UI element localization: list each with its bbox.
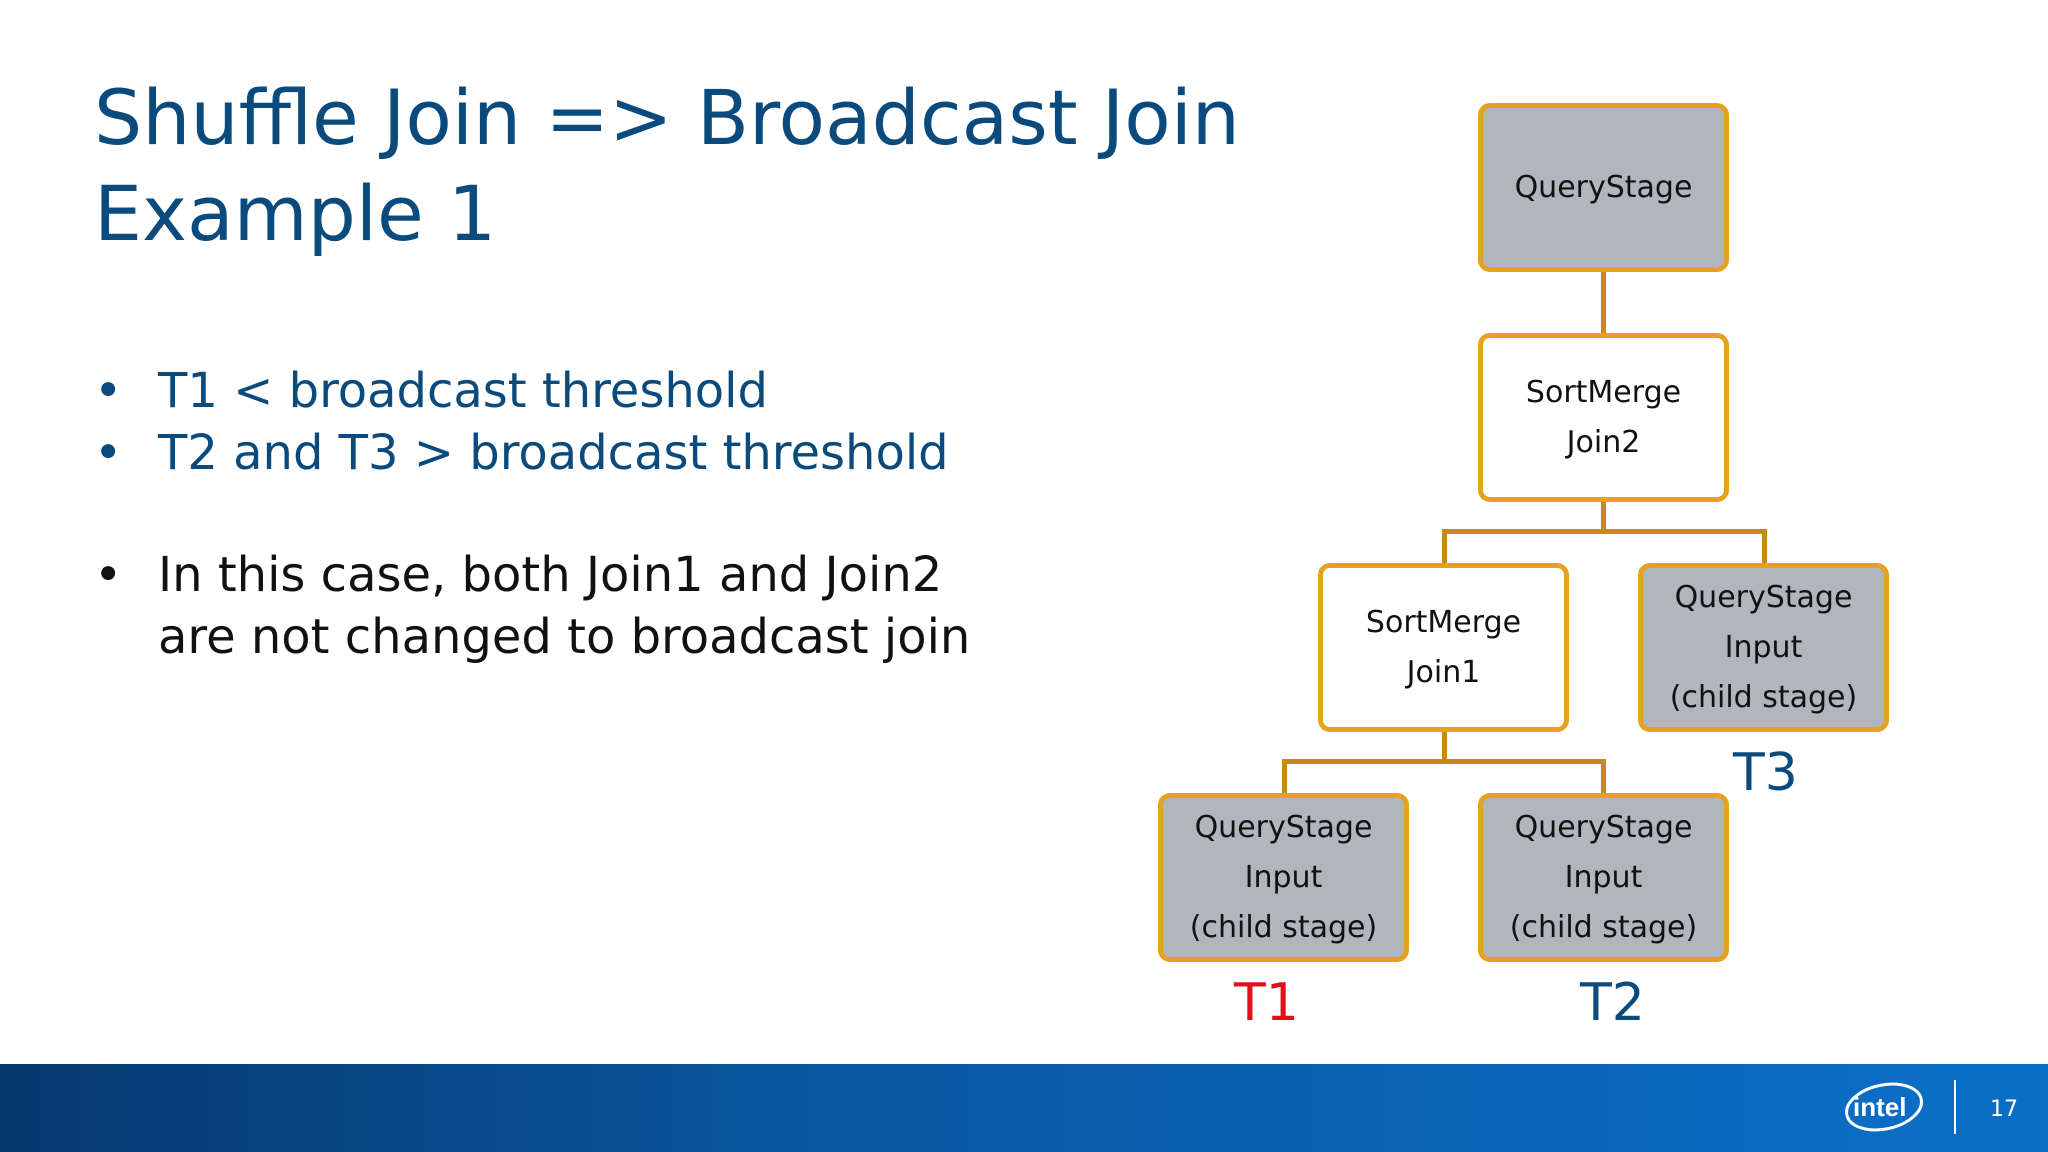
node-root-querystage: QueryStage	[1478, 103, 1729, 272]
bullet-text-line-1: In this case, both Join1 and Join2	[158, 547, 943, 603]
page-number: 17	[1990, 1097, 2018, 1122]
connector-t2-up	[1601, 759, 1606, 795]
connector-t3-up	[1762, 529, 1767, 566]
bullet-dot: •	[94, 425, 123, 481]
node-text: Input	[1244, 859, 1323, 895]
node-text: Join2	[1566, 424, 1641, 460]
node-sortmerge-join1: SortMerge Join1	[1318, 563, 1569, 732]
connector-join2-bar	[1442, 529, 1767, 534]
connector-join1-bar	[1282, 759, 1606, 764]
bullet-list: • T1 < broadcast threshold • T2 and T3 >…	[94, 360, 1054, 668]
node-text: Join1	[1406, 654, 1481, 690]
connector-root-join2	[1601, 270, 1606, 336]
node-text: (child stage)	[1509, 909, 1698, 945]
bullet-t2-t3-threshold: • T2 and T3 > broadcast threshold	[94, 422, 1054, 484]
label-t2: T2	[1580, 973, 1645, 1033]
title-line-2: Example 1	[94, 169, 497, 258]
connector-t1-up	[1282, 759, 1287, 795]
connector-join1-up	[1442, 529, 1447, 566]
intel-logo-text: intel	[1853, 1092, 1906, 1122]
footer-divider	[1954, 1080, 1956, 1134]
node-text: (child stage)	[1669, 679, 1858, 715]
connector-join1-down	[1442, 728, 1447, 761]
bullet-not-changed: • In this case, both Join1 and Join2 are…	[94, 544, 1054, 668]
node-t2-querystage: QueryStage Input (child stage)	[1478, 793, 1729, 962]
bullet-text: T1 < broadcast threshold	[158, 363, 768, 419]
node-text: Input	[1724, 629, 1803, 665]
node-text: (child stage)	[1189, 909, 1378, 945]
node-text: Input	[1564, 859, 1643, 895]
label-t3: T3	[1733, 743, 1798, 803]
bullet-text-line-2: are not changed to broadcast join	[158, 609, 971, 665]
intel-logo: intel	[1842, 1080, 1926, 1134]
node-text: QueryStage	[1514, 809, 1693, 845]
node-t3-querystage: QueryStage Input (child stage)	[1638, 563, 1889, 732]
node-sortmerge-join2: SortMerge Join2	[1478, 333, 1729, 502]
bullet-dot: •	[94, 363, 123, 419]
node-text: QueryStage	[1674, 579, 1853, 615]
bullet-text: T2 and T3 > broadcast threshold	[158, 425, 949, 481]
connector-join2-down	[1601, 498, 1606, 531]
intel-logo-graphic: intel	[1845, 1082, 1923, 1132]
node-text: QueryStage	[1194, 809, 1373, 845]
node-text: QueryStage	[1514, 169, 1693, 205]
slide-title: Shuffle Join => Broadcast Join Example 1	[94, 70, 1240, 262]
bullet-t1-threshold: • T1 < broadcast threshold	[94, 360, 1054, 422]
label-t1: T1	[1234, 973, 1299, 1033]
bullet-dot: •	[94, 547, 123, 603]
title-line-1: Shuffle Join => Broadcast Join	[94, 73, 1240, 162]
footer-bar	[0, 1064, 2048, 1152]
node-text: SortMerge	[1525, 374, 1682, 410]
node-t1-querystage: QueryStage Input (child stage)	[1158, 793, 1409, 962]
node-text: SortMerge	[1365, 604, 1522, 640]
